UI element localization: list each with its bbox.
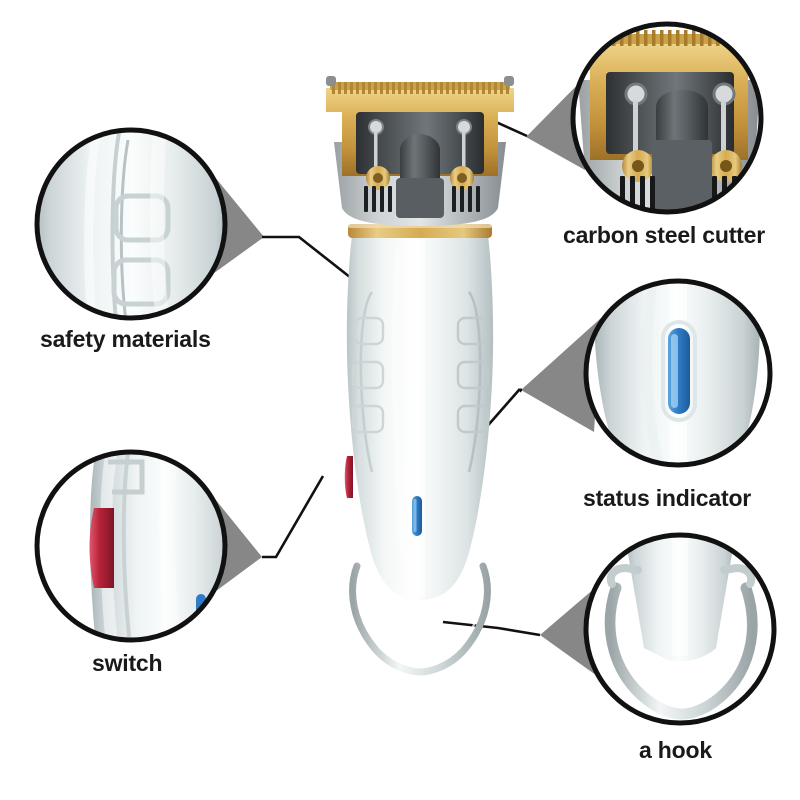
cone-status <box>521 318 601 432</box>
blade-pins <box>368 119 472 189</box>
leader-hook <box>442 620 541 637</box>
callout-status-indicator <box>583 278 773 468</box>
callout-safety-materials <box>34 127 228 321</box>
callout-switch <box>34 449 228 643</box>
label-switch: switch <box>92 650 163 676</box>
grip-ribs-right <box>456 316 490 434</box>
trimmer-product <box>326 76 514 676</box>
label-carbon-steel-cutter: carbon steel cutter <box>563 222 765 248</box>
grip-ribs-left <box>351 316 385 434</box>
drive-prongs <box>364 186 480 212</box>
power-switch <box>344 456 353 498</box>
label-a-hook: a hook <box>639 737 712 763</box>
callout-carbon-steel-cutter <box>570 21 764 215</box>
hook-wire <box>349 562 491 676</box>
blade-teeth-comb <box>332 82 509 94</box>
label-safety-materials: safety materials <box>40 326 211 352</box>
pivot-bushings <box>366 166 474 190</box>
callout-a-hook <box>583 532 777 726</box>
leader-switch <box>262 475 325 559</box>
label-status-indicator: status indicator <box>583 485 752 511</box>
